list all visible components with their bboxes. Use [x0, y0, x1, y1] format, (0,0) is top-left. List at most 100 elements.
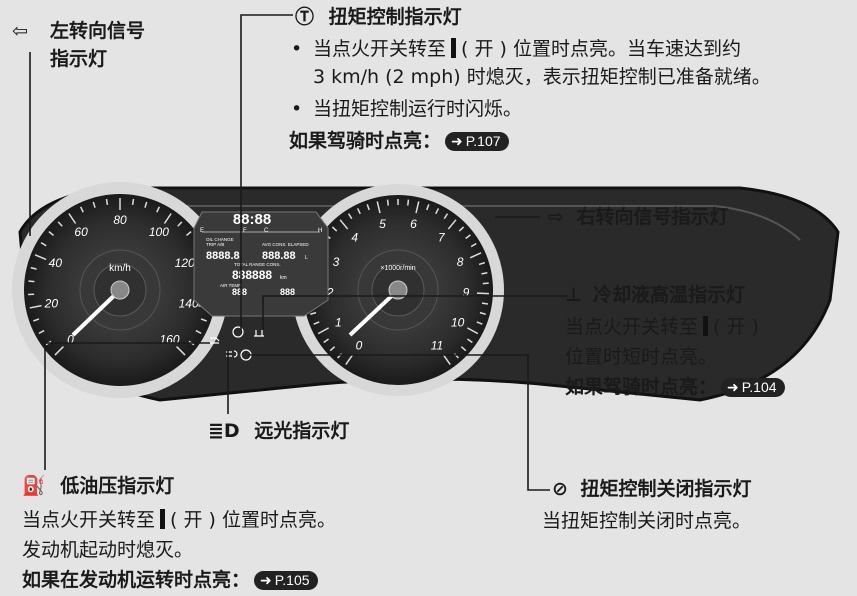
rpm-tick-tick [345, 354, 354, 365]
torque-control-bullet-1: 当点火开关转至( 开 ) 位置时点亮。当车速达到约 [291, 36, 741, 62]
speed-tick-label: 80 [113, 213, 127, 227]
torque-control-bullet-2: 当扭矩控制运行时闪烁。 [291, 96, 522, 122]
rpm-tick-tick [435, 208, 440, 215]
rpm-tick-label: 1 [335, 316, 342, 330]
rpm-tick-tick [356, 208, 361, 215]
lcd-avg: AVG CONS. ELAPSED [262, 242, 309, 247]
speed-tick-tick [40, 242, 47, 247]
temp-h-label: H [318, 228, 322, 234]
speed-tick-label: 100 [149, 225, 169, 239]
rpm-tick-tick [376, 201, 381, 214]
torque-control-callout: Ⓣ 扭矩控制指示灯 当点火开关转至( 开 ) 位置时点亮。当车速达到约 3 km… [289, 4, 855, 154]
rpm-tick-tick [481, 302, 489, 305]
speed-tick-tick [34, 254, 47, 261]
rpm-tick-label: 0 [356, 339, 363, 353]
speed-tick-tick [30, 266, 37, 270]
rpm-tick-tick [458, 226, 465, 232]
speed-tick-tick [92, 201, 96, 208]
speed-tick-label: 40 [49, 256, 63, 270]
torque-control-icon: Ⓣ [295, 6, 315, 28]
speed-tick-tick [105, 198, 109, 206]
rpm-tick-tick [426, 204, 430, 211]
speed-tick-label: 0 [67, 332, 74, 346]
rpm-tick-tick [313, 321, 320, 325]
rpm-tick-label: 3 [333, 255, 340, 269]
rpm-tick-tick [469, 252, 482, 259]
rpm-tick-label: 4 [351, 231, 358, 245]
coolant-if-lit: 如果驾骑时点亮：➜P.104 [565, 374, 785, 400]
page-arrow-icon: ➜ [451, 134, 463, 150]
oil-pressure-lamp-icon [209, 337, 220, 344]
speed-unit-label: km/h [109, 263, 131, 274]
oil-pressure-title: 低油压指示灯 [60, 475, 175, 497]
speed-tick-tick [200, 318, 207, 322]
rpm-tick-tick [443, 213, 449, 220]
rpm-tick-label: 6 [410, 217, 417, 231]
lcd-trip: TRIP A/B [206, 242, 224, 247]
rpm-tick-label: 9 [463, 286, 470, 300]
speed-tick-label: 20 [44, 297, 59, 311]
left-turn-title-line2: 指示灯 [50, 48, 108, 70]
rpm-tick-tick [339, 219, 349, 230]
rpm-tick-tick [460, 346, 467, 352]
speed-tick-tick [176, 346, 186, 356]
rpm-tick-tick [331, 226, 338, 232]
rpm-tick-tick [366, 204, 370, 211]
coolant-lamp-icon [254, 330, 264, 337]
rpm-tick-tick [442, 354, 451, 365]
speed-tick-tick [131, 198, 135, 206]
right-turn-callout: ⇨ 右转向信号指示灯 [548, 204, 729, 230]
rpm-tick-tick [386, 199, 389, 206]
high-beam-icon: ≣D [208, 420, 240, 442]
ignition-on-mark [160, 509, 166, 529]
lcd-digits-gear: 888 [280, 287, 295, 297]
rpm-tick-tick [466, 327, 479, 335]
rpm-tick-label: 2 [326, 286, 334, 300]
page-ref-p104[interactable]: ➜P.104 [721, 378, 785, 397]
speed-tick-tick [33, 318, 40, 322]
lcd-oil-change: OIL CHANGE [206, 237, 234, 242]
speed-tick-tick [29, 304, 42, 309]
speed-tick-tick [57, 221, 63, 227]
page-ref-p107[interactable]: ➜P.107 [445, 132, 509, 151]
rpm-tick-label: 5 [379, 217, 386, 231]
speed-tick-tick [186, 231, 192, 237]
speed-tick-tick [156, 206, 161, 213]
fuel-f-label: F [243, 228, 247, 234]
rpm-tick-tick [415, 201, 420, 214]
rpm-tick-tick [310, 311, 317, 315]
left-arrow-icon: ⇦ [12, 20, 28, 42]
rpm-tick-tick [481, 272, 488, 275]
rpm-tick-tick [478, 261, 486, 266]
rpm-tick-label: 7 [438, 231, 446, 245]
rpm-tick-tick [323, 338, 329, 344]
left-turn-title: 左转向信号 [50, 20, 146, 42]
coolant-desc-line-2: 位置时短时点亮。 [565, 346, 718, 368]
speed-tick-tick [177, 221, 183, 227]
speed-tick-tick [38, 329, 45, 335]
right-arrow-icon: ⇨ [548, 206, 564, 228]
torque-control-lamp-icon [232, 326, 244, 338]
rpm-tick-tick [329, 346, 336, 352]
page-ref-p105[interactable]: ➜P.105 [254, 571, 318, 590]
right-turn-title: 右转向信号指示灯 [576, 206, 729, 228]
lcd-digits-air: 888 [232, 287, 247, 297]
page-arrow-icon: ➜ [727, 380, 739, 396]
high-beam-callout: ≣D 远光指示灯 [208, 418, 349, 444]
torque-off-desc: 当扭矩控制关闭时点亮。 [542, 510, 752, 532]
coolant-desc-line-1: 当点火开关转至( 开 ) [565, 316, 759, 338]
rpm-tick-label: 10 [451, 316, 465, 330]
oil-pressure-desc-line-2: 发动机起动时熄灭。 [22, 539, 194, 561]
page-arrow-icon: ➜ [260, 573, 272, 589]
lcd-clock: 88:88 [233, 211, 271, 228]
rpm-tick-tick [470, 242, 477, 248]
rpm-tick-tick [479, 311, 486, 315]
oil-pressure-if-lit: 如果在发动机运转时点亮：➜P.105 [22, 567, 318, 593]
torque-control-bullet-1-line-2: 3 km/h (2 mph) 时熄灭，表示扭矩控制已准备就绪。 [313, 66, 771, 88]
lcd-unit-l: L [305, 255, 308, 261]
lcd-digits-avg: 888.88 [262, 250, 296, 262]
speed-tick-tick [68, 213, 77, 224]
